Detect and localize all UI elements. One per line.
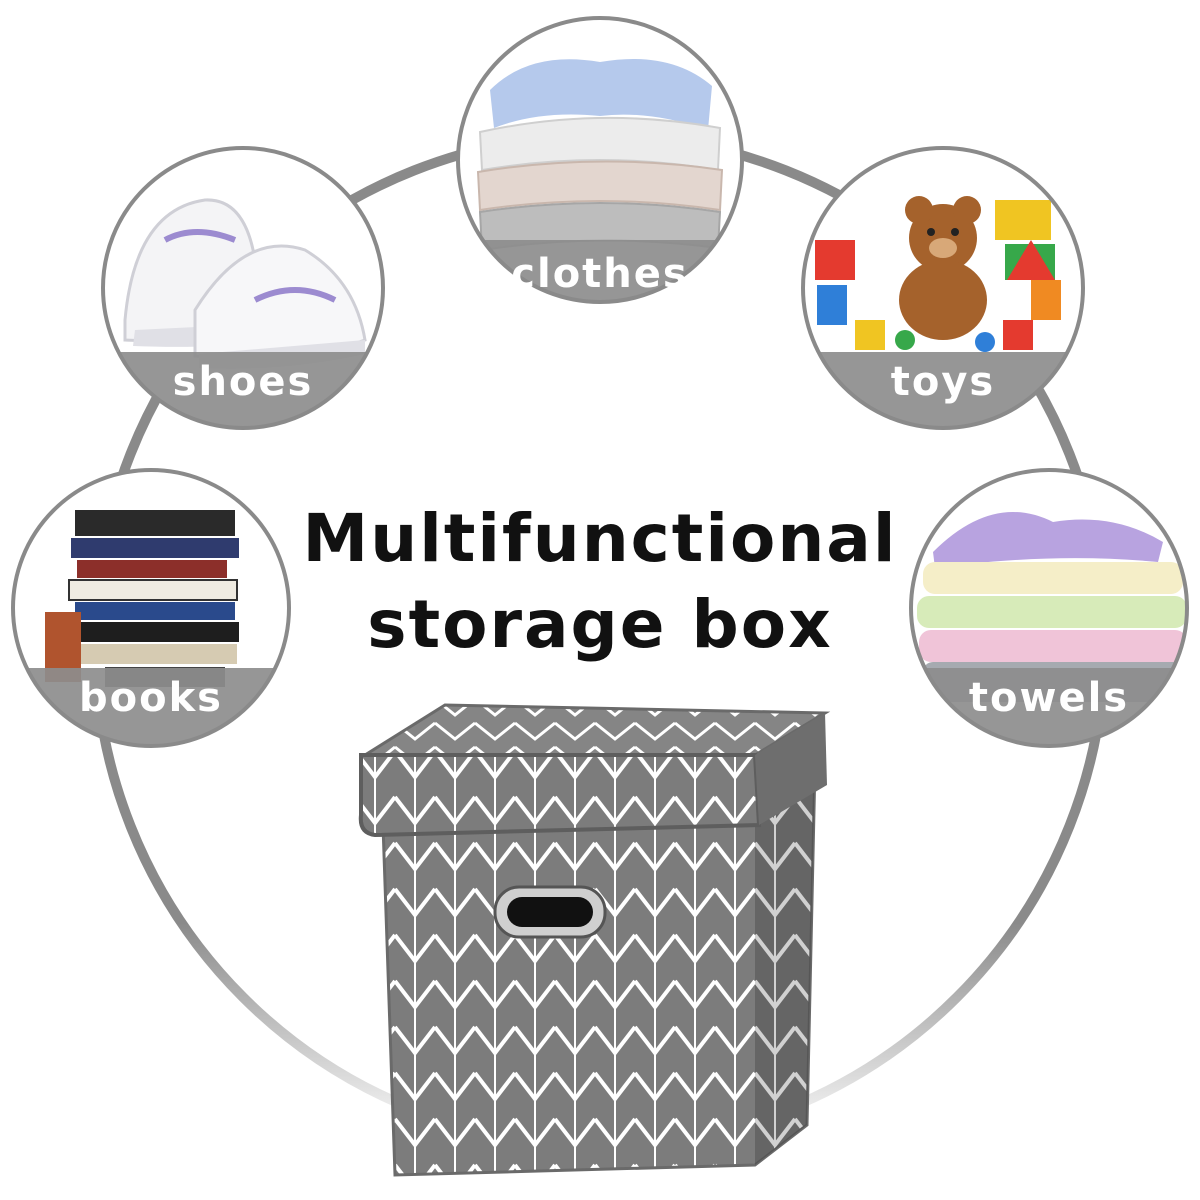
category-label-clothes: clothes (511, 251, 689, 297)
category-bubble-clothes: clothes (450, 10, 750, 310)
category-bubble-books: books (5, 462, 297, 754)
storage-box-illustration (358, 703, 831, 1177)
category-bubble-toys: toys (795, 140, 1091, 436)
headline-line-2: storage box (367, 586, 833, 663)
category-label-toys: toys (890, 359, 996, 405)
category-bubble-shoes: shoes (95, 140, 391, 436)
category-label-books: books (78, 675, 223, 721)
toys-pile-icon (815, 196, 1061, 352)
clothes-stack-icon (476, 59, 724, 252)
category-label-shoes: shoes (172, 359, 314, 405)
headline-line-1: Multifunctional (302, 500, 898, 577)
category-bubble-towels: towels (903, 462, 1195, 754)
category-label-towels: towels (968, 675, 1130, 721)
